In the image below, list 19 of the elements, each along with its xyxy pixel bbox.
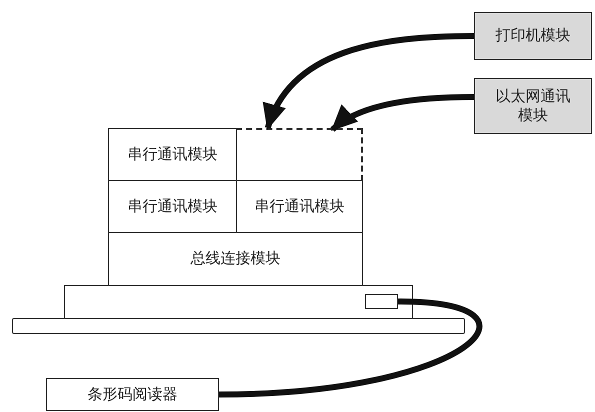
- arrow: [264, 33, 474, 130]
- module-label: 条形码阅读器: [88, 384, 178, 404]
- module-label: 打印机模块: [496, 26, 570, 46]
- module-label: 串行通讯模块: [254, 196, 344, 216]
- module-label: 串行通讯模块: [128, 144, 218, 164]
- module-box: [108, 128, 237, 181]
- module-box: [474, 78, 592, 134]
- module-label: 总线连接模块: [190, 249, 280, 269]
- module-box: [474, 12, 592, 60]
- module-label: 串行通讯模块: [128, 196, 218, 216]
- arrow: [330, 94, 474, 132]
- port: [365, 294, 398, 309]
- base-plate: [64, 285, 413, 319]
- module-label: 以太网通讯模块: [496, 86, 570, 126]
- device-box: [46, 378, 219, 411]
- mounting-rail: [12, 318, 465, 334]
- cable: [218, 298, 482, 398]
- module-box: [236, 180, 363, 233]
- module-box: [108, 232, 363, 286]
